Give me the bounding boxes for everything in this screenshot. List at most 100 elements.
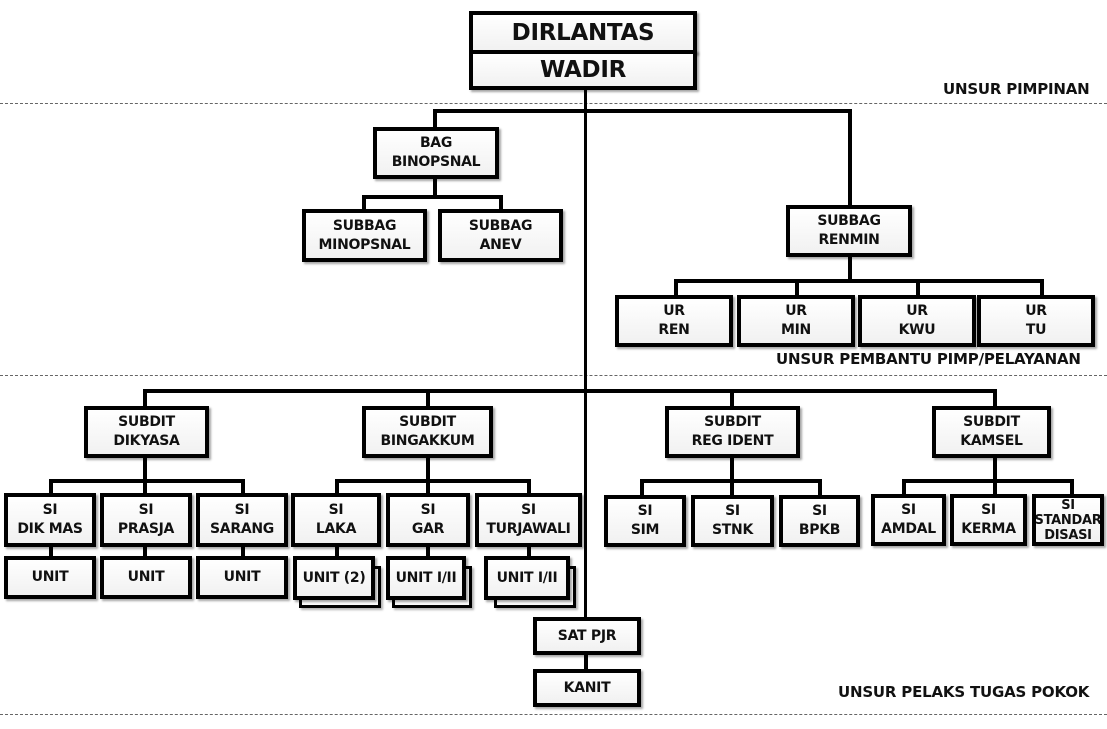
node-label: SI bbox=[521, 502, 536, 518]
node-label: SI bbox=[42, 502, 58, 518]
node-label: SI bbox=[725, 503, 740, 519]
drop-ur-kwu bbox=[916, 279, 920, 297]
kamsel-stem bbox=[993, 455, 997, 483]
dikyasa-bus bbox=[49, 479, 245, 483]
node-label: AMDAL bbox=[881, 521, 936, 537]
node-label: UNIT bbox=[223, 569, 261, 585]
bus-level1 bbox=[433, 109, 852, 113]
node-label: SI bbox=[420, 502, 436, 518]
node-label: SUBDIT bbox=[118, 414, 175, 430]
node-unit-sarang: UNIT bbox=[196, 556, 288, 599]
node-si-amdal: SI AMDAL bbox=[871, 494, 946, 546]
node-ur-ren: UR REN bbox=[615, 295, 733, 347]
node-label: SI bbox=[812, 503, 827, 519]
drop-prasja-c bbox=[143, 479, 147, 495]
node-label: SI bbox=[138, 502, 154, 518]
drop-renmin bbox=[848, 109, 852, 207]
node-label: SAT PJR bbox=[557, 627, 617, 644]
node-kanit: KANIT bbox=[533, 669, 641, 707]
conn-unit-1 bbox=[49, 544, 53, 558]
node-label: BINOPSNAL bbox=[391, 154, 481, 170]
zone-label-pimpinan: UNSUR PIMPINAN bbox=[943, 80, 1090, 98]
renmin-bus bbox=[674, 279, 1044, 283]
drop-kerma bbox=[993, 479, 997, 495]
drop-bingakkum bbox=[426, 389, 430, 407]
kamsel-bus bbox=[902, 479, 1074, 483]
bus-subdit bbox=[143, 389, 997, 393]
node-label: TU bbox=[1025, 322, 1047, 338]
node-label: UNIT I/II bbox=[395, 569, 457, 586]
node-label: STANDAR bbox=[1034, 512, 1102, 528]
node-label: REN bbox=[658, 322, 690, 338]
node-label: SI bbox=[234, 502, 250, 518]
node-label: DIK MAS bbox=[17, 521, 83, 537]
node-label: RENMIN bbox=[818, 232, 880, 248]
node-label: SI bbox=[901, 502, 916, 518]
binopsnal-stem bbox=[433, 176, 437, 198]
node-unit-laka: UNIT (2) bbox=[293, 556, 375, 600]
bingakkum-stem bbox=[426, 455, 430, 483]
node-unit-dikmas: UNIT bbox=[4, 556, 96, 599]
node-si-dikmas: SI DIK MAS bbox=[4, 493, 96, 547]
node-label: SI bbox=[637, 503, 653, 519]
node-unit-turjawali: UNIT I/II bbox=[484, 556, 570, 600]
node-label: STNK bbox=[712, 522, 753, 538]
drop-binopsnal bbox=[433, 109, 437, 129]
conn-unit-3 bbox=[241, 544, 245, 558]
zone-label-pelaks: UNSUR PELAKS TUGAS POKOK bbox=[838, 683, 1090, 701]
drop-turjawali bbox=[527, 479, 531, 495]
node-label: KAMSEL bbox=[960, 433, 1023, 449]
node-label: SUBDIT bbox=[399, 414, 456, 430]
node-label: UR bbox=[906, 303, 928, 319]
node-label: REG IDENT bbox=[691, 433, 774, 449]
drop-ur-min bbox=[795, 279, 799, 297]
node-label: SUBBAG bbox=[332, 217, 397, 234]
node-label: MINOPSNAL bbox=[318, 236, 411, 253]
node-label: UNIT (2) bbox=[302, 569, 366, 586]
conn-unit-6 bbox=[527, 544, 531, 558]
node-label: PRASJA bbox=[117, 521, 175, 537]
node-label: KWU bbox=[898, 322, 936, 338]
node-label: SIM bbox=[630, 522, 660, 538]
node-wadir: WADIR bbox=[469, 50, 697, 90]
drop-dikmas bbox=[49, 479, 53, 495]
node-label: UNIT I/II bbox=[496, 569, 558, 586]
node-si-stnk: SI STNK bbox=[691, 495, 774, 547]
dikyasa-stem bbox=[143, 455, 147, 483]
regident-stem bbox=[730, 455, 734, 483]
drop-anev bbox=[499, 195, 503, 211]
node-label: DISASI bbox=[1044, 527, 1092, 543]
drop-standar bbox=[1070, 479, 1074, 495]
node-si-turjawali: SI TURJAWALI bbox=[475, 493, 582, 547]
node-label: ANEV bbox=[479, 236, 522, 253]
node-label: SUBDIT bbox=[704, 414, 761, 430]
conn-unit-5 bbox=[426, 544, 430, 558]
separator-pelaks bbox=[0, 714, 1107, 715]
drop-amdal bbox=[902, 479, 906, 495]
node-label: DIRLANTAS bbox=[511, 19, 655, 46]
node-label: UR bbox=[1025, 303, 1047, 319]
conn-kanit bbox=[584, 653, 588, 673]
node-label: SI bbox=[328, 502, 344, 518]
separator-pembantu bbox=[0, 375, 1107, 376]
node-label: SUBDIT bbox=[963, 414, 1020, 430]
drop-stnk bbox=[730, 479, 734, 495]
node-label: UR bbox=[663, 303, 685, 319]
drop-bpkb bbox=[818, 479, 822, 495]
node-unit-prasja: UNIT bbox=[100, 556, 192, 599]
node-label: KERMA bbox=[961, 521, 1016, 537]
node-ur-tu: UR TU bbox=[977, 295, 1095, 347]
node-label: WADIR bbox=[540, 57, 626, 83]
node-unit-gar: UNIT I/II bbox=[386, 556, 466, 600]
node-label: TURJAWALI bbox=[486, 521, 571, 537]
node-sat-pjr: SAT PJR bbox=[533, 617, 641, 655]
